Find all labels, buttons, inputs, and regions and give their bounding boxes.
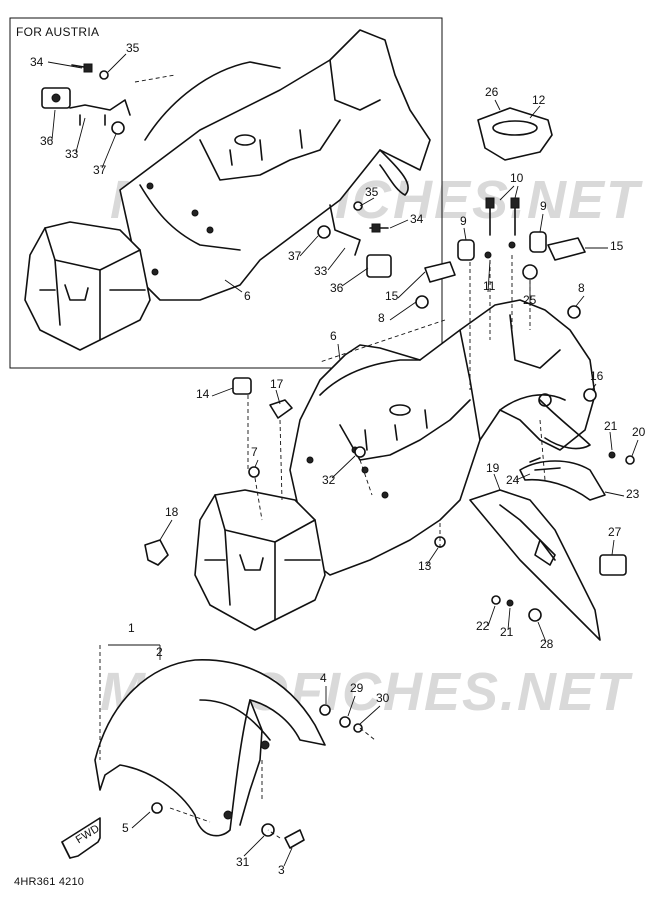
inset-plate-bracket-left <box>41 63 131 135</box>
callout-15a: 15 <box>610 239 624 253</box>
callout-9a: 9 <box>460 214 467 228</box>
inset-plate-bracket-right <box>317 201 392 278</box>
inset-heading: FOR AUSTRIA <box>16 25 99 39</box>
inset-battery-box <box>24 221 151 351</box>
part-8-bolt-right <box>567 305 581 319</box>
callout-8b: 8 <box>378 311 385 325</box>
callout-16: 16 <box>590 369 604 383</box>
callout-12: 12 <box>532 93 546 107</box>
callout-33b: 33 <box>314 264 328 278</box>
part-27-reflector <box>599 554 627 576</box>
footer-code: 4HR361 4210 <box>14 876 84 888</box>
part-7-bolt <box>248 466 260 478</box>
callout-3: 3 <box>278 863 285 877</box>
callout-35b: 35 <box>365 185 379 199</box>
license-light-assembly <box>477 107 553 161</box>
callout-37a: 37 <box>93 163 107 177</box>
part-20-nut <box>625 455 635 465</box>
callout-27: 27 <box>608 525 622 539</box>
callout-34b: 34 <box>410 212 424 226</box>
part-21-washer-b <box>506 599 514 607</box>
callout-32: 32 <box>322 473 336 487</box>
part-21-washer <box>608 451 616 459</box>
callout-22: 22 <box>476 619 490 633</box>
main-mud-flap <box>469 489 601 641</box>
callout-18: 18 <box>165 505 179 519</box>
callout-5: 5 <box>122 821 129 835</box>
part-25-collar <box>522 264 538 280</box>
part-18-clip <box>144 539 169 566</box>
callout-6b: 6 <box>330 329 337 343</box>
part-29-collar <box>339 716 351 728</box>
part-9-bracket-right <box>529 231 547 253</box>
callout-10: 10 <box>510 171 524 185</box>
callout-2: 2 <box>156 645 163 659</box>
part-30-washer <box>353 723 363 733</box>
part-5-nut <box>151 802 163 814</box>
callout-19: 19 <box>486 461 500 475</box>
callout-23: 23 <box>626 487 640 501</box>
part-3-bolt <box>284 829 305 849</box>
part-8-bolt-left <box>415 295 429 309</box>
callout-24: 24 <box>506 473 520 487</box>
fwd-arrow-icon: FWD <box>61 817 102 859</box>
part-17-pad <box>269 399 293 419</box>
callout-1: 1 <box>128 621 135 635</box>
callout-11: 11 <box>483 279 496 293</box>
inset-rear-fender <box>119 29 431 301</box>
callout-34a: 34 <box>30 55 44 69</box>
callout-17: 17 <box>270 377 284 391</box>
part-16-collar <box>583 388 597 402</box>
part-28-nut <box>528 608 542 622</box>
callout-21b: 21 <box>500 625 514 639</box>
callout-6a: 6 <box>244 289 251 303</box>
callout-36b: 36 <box>330 281 344 295</box>
part-14-damper <box>232 377 252 395</box>
callout-26: 26 <box>485 85 499 99</box>
part-15-pad-left <box>424 261 456 283</box>
callout-9b: 9 <box>540 199 547 213</box>
callout-29: 29 <box>350 681 364 695</box>
callout-31: 31 <box>236 855 250 869</box>
part-15-pad-right <box>547 237 586 261</box>
part-4-bolt <box>319 704 331 716</box>
part-32-nut <box>354 446 366 458</box>
front-fender <box>94 659 326 837</box>
austria-inset-frame <box>9 17 443 369</box>
main-rear-fender <box>289 299 596 576</box>
tail-light-cover <box>519 457 606 501</box>
callout-20: 20 <box>632 425 646 439</box>
callout-15b: 15 <box>385 289 399 303</box>
callout-37b: 37 <box>288 249 302 263</box>
callout-21a: 21 <box>604 419 618 433</box>
callout-14: 14 <box>196 387 210 401</box>
part-10-bolts <box>489 204 516 236</box>
callout-36a: 36 <box>40 134 54 148</box>
callout-28: 28 <box>540 637 554 651</box>
callout-4: 4 <box>320 671 327 685</box>
main-battery-box <box>194 489 326 631</box>
part-22-screw <box>491 595 501 605</box>
callout-35a: 35 <box>126 41 140 55</box>
callout-30: 30 <box>376 691 390 705</box>
callout-7: 7 <box>251 445 258 459</box>
callout-8a: 8 <box>578 281 585 295</box>
callout-33a: 33 <box>65 147 79 161</box>
part-9-bracket-left <box>457 239 475 261</box>
